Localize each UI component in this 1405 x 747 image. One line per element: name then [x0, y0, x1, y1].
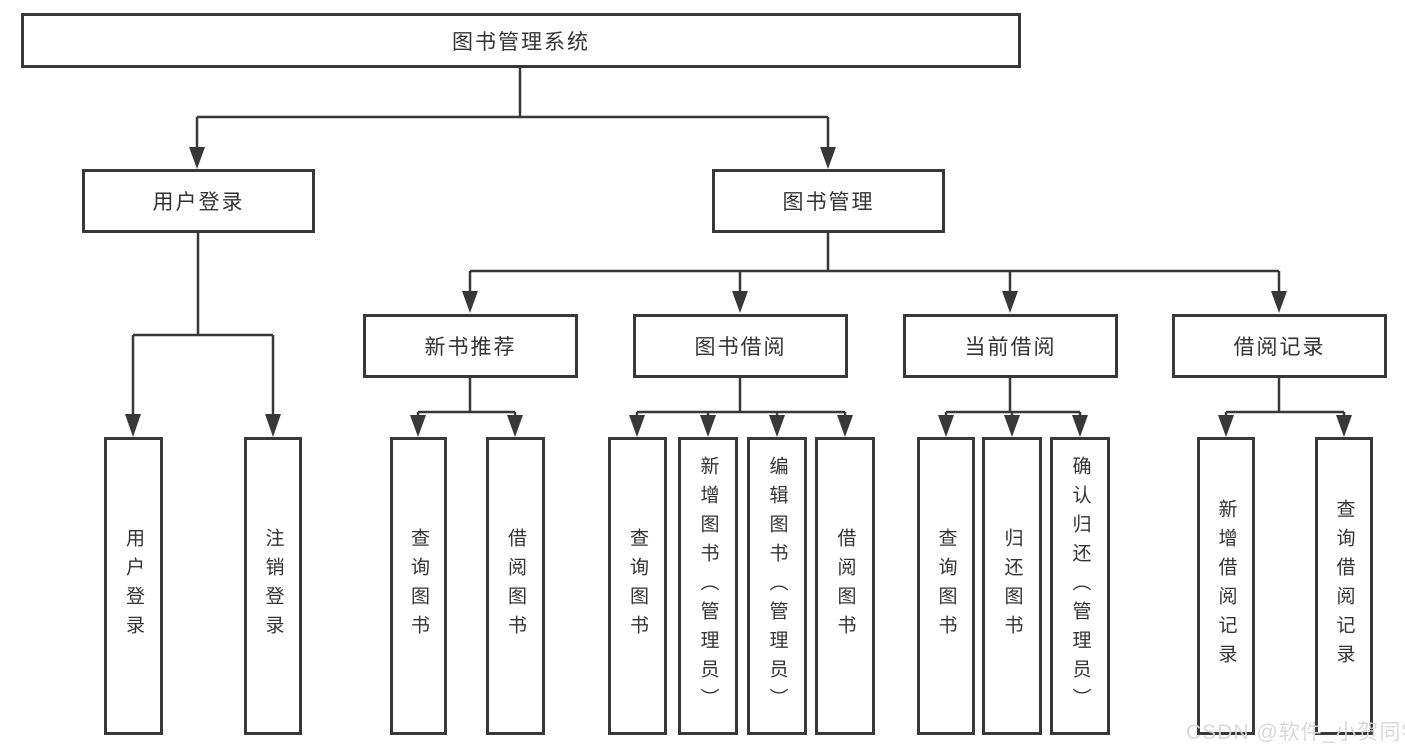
- arrowhead: [732, 291, 748, 313]
- connector-userlogin-to-leaves: [125, 233, 281, 437]
- connector-root-to-level2: [189, 68, 836, 169]
- arrowhead: [1004, 415, 1020, 437]
- node-label: 新书推荐: [424, 336, 517, 359]
- leaf-label: 新增借阅记录: [1215, 499, 1237, 673]
- leaf-add-books-admin: 新增图书（管理员）: [678, 437, 738, 735]
- arrowhead: [938, 415, 954, 437]
- leaf-label: 查询图书: [408, 528, 429, 644]
- arrowhead: [1271, 291, 1287, 313]
- leaf-label: 借阅图书: [834, 528, 856, 644]
- leaf-query-borrow-record: 查询借阅记录: [1315, 437, 1373, 735]
- leaf-confirm-return-admin: 确认归还（管理员）: [1050, 437, 1110, 735]
- node-label: 图书借阅: [694, 336, 787, 359]
- leaf-label: 归还图书: [1001, 528, 1023, 644]
- connector-line: [416, 378, 517, 424]
- leaf-query-books-recommend: 查询图书: [390, 437, 447, 735]
- connector-line: [635, 378, 847, 424]
- leaf-label: 编辑图书（管理员）: [766, 455, 788, 717]
- node-borrow-records: 借阅记录: [1172, 314, 1387, 378]
- arrowhead: [700, 415, 716, 437]
- node-label: 图书管理系统: [452, 30, 590, 54]
- arrowhead: [837, 415, 853, 437]
- leaf-edit-books-admin: 编辑图书（管理员）: [747, 437, 807, 735]
- node-label: 图书管理: [782, 191, 875, 214]
- node-new-book-recommend: 新书推荐: [363, 314, 578, 378]
- node-label: 借阅记录: [1233, 336, 1326, 359]
- node-current-borrow: 当前借阅: [903, 314, 1118, 378]
- leaf-borrow-books: 借阅图书: [815, 437, 875, 735]
- arrowhead: [1336, 415, 1352, 437]
- leaf-label: 借阅图书: [505, 528, 526, 644]
- leaf-label: 查询借阅记录: [1333, 499, 1355, 673]
- connector-currentborrow-to-leaves: [938, 378, 1088, 437]
- connector-bookmgmt-to-level3: [462, 233, 1287, 313]
- arrowhead: [1218, 415, 1234, 437]
- leaf-label: 确认归还（管理员）: [1069, 455, 1091, 717]
- connector-line: [131, 233, 275, 421]
- node-user-login: 用户登录: [82, 169, 315, 233]
- leaf-label: 注销登录: [262, 528, 284, 644]
- leaf-return-books: 归还图书: [982, 437, 1042, 735]
- leaf-borrow-books-recommend: 借阅图书: [486, 437, 545, 735]
- arrowhead: [1002, 291, 1018, 313]
- leaf-query-books-borrow: 查询图书: [608, 437, 667, 735]
- leaf-label: 用户登录: [123, 528, 144, 644]
- connector-line: [1224, 378, 1346, 424]
- connector-borrowrecords-to-leaves: [1218, 378, 1352, 437]
- arrowhead: [265, 414, 281, 437]
- arrowhead: [769, 415, 785, 437]
- arrowhead: [820, 147, 836, 169]
- leaf-query-books-current: 查询图书: [917, 437, 975, 735]
- arrowhead: [462, 291, 478, 313]
- connector-bookborrow-to-leaves: [629, 378, 853, 437]
- leaf-user-login: 用户登录: [104, 437, 163, 735]
- leaf-logout: 注销登录: [244, 437, 302, 735]
- node-root-system: 图书管理系统: [21, 13, 1021, 68]
- arrowhead: [125, 414, 141, 437]
- arrowhead: [507, 415, 523, 437]
- leaf-label: 新增图书（管理员）: [697, 455, 719, 717]
- leaf-label: 查询图书: [627, 528, 648, 644]
- node-label: 用户登录: [152, 191, 245, 214]
- arrowhead: [189, 147, 205, 169]
- connector-line: [468, 233, 1281, 296]
- arrowhead: [1072, 415, 1088, 437]
- connector-line: [195, 68, 830, 152]
- csdn-watermark: CSDN @软件_小贺同学: [1186, 721, 1405, 744]
- arrowhead: [629, 415, 645, 437]
- leaf-label: 查询图书: [935, 528, 957, 644]
- leaf-add-borrow-record: 新增借阅记录: [1197, 437, 1255, 735]
- connector-newbook-to-leaves: [410, 378, 523, 437]
- node-label: 当前借阅: [964, 336, 1057, 359]
- arrowhead: [410, 415, 426, 437]
- node-book-management: 图书管理: [712, 169, 945, 233]
- node-book-borrow: 图书借阅: [633, 314, 848, 378]
